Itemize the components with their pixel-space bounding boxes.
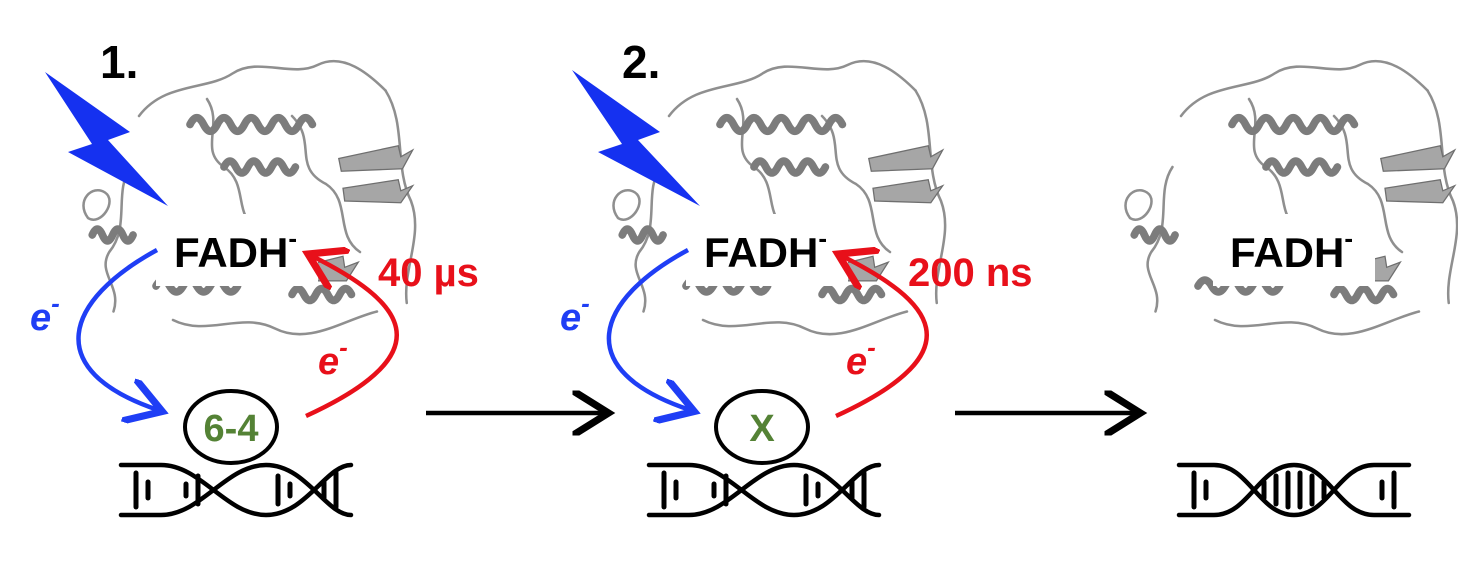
- lightning-flash-icon: [45, 72, 168, 206]
- dna-double-helix-icon: [121, 465, 351, 515]
- cofactor-box: [1213, 214, 1375, 286]
- cofactor-label: FADH-: [1230, 223, 1353, 276]
- lesion-circle: [714, 389, 810, 465]
- forward-electron-label: e-: [30, 288, 60, 339]
- cofactor-label: FADH-: [174, 223, 297, 276]
- lesion-label: X: [749, 408, 775, 450]
- back-electron-label: e-: [846, 332, 876, 383]
- dna-double-helix-icon: [1179, 465, 1409, 515]
- cofactor-box: [156, 214, 318, 286]
- panel-3: FADH-: [1125, 61, 1457, 515]
- forward-electron-arrow: [76, 248, 158, 410]
- protein-ribbon-icon: [83, 61, 415, 334]
- lesion-circle: [183, 389, 279, 465]
- lightning-flash-icon: [572, 70, 700, 206]
- lesion-label: 6-4: [204, 408, 259, 450]
- protein-ribbon-icon: [613, 61, 945, 334]
- panel-2: 2. FADH- e- e- 200 ns X: [560, 36, 1033, 515]
- panel-1: 1. FADH- e- e- 40 µs 6-4: [30, 36, 479, 515]
- cofactor-box: [686, 214, 848, 286]
- back-electron-arrow: [836, 256, 929, 419]
- forward-electron-arrow: [606, 248, 690, 410]
- back-transfer-time: 200 ns: [908, 251, 1033, 295]
- step-label: 2.: [622, 36, 660, 88]
- forward-electron-label: e-: [560, 288, 590, 339]
- step-label: 1.: [100, 36, 138, 88]
- back-transfer-time: 40 µs: [378, 251, 479, 295]
- cofactor-label: FADH-: [704, 223, 827, 276]
- back-electron-arrow: [306, 256, 399, 419]
- dna-double-helix-icon: [649, 465, 879, 515]
- back-electron-label: e-: [318, 332, 348, 383]
- protein-ribbon-icon: [1125, 61, 1457, 334]
